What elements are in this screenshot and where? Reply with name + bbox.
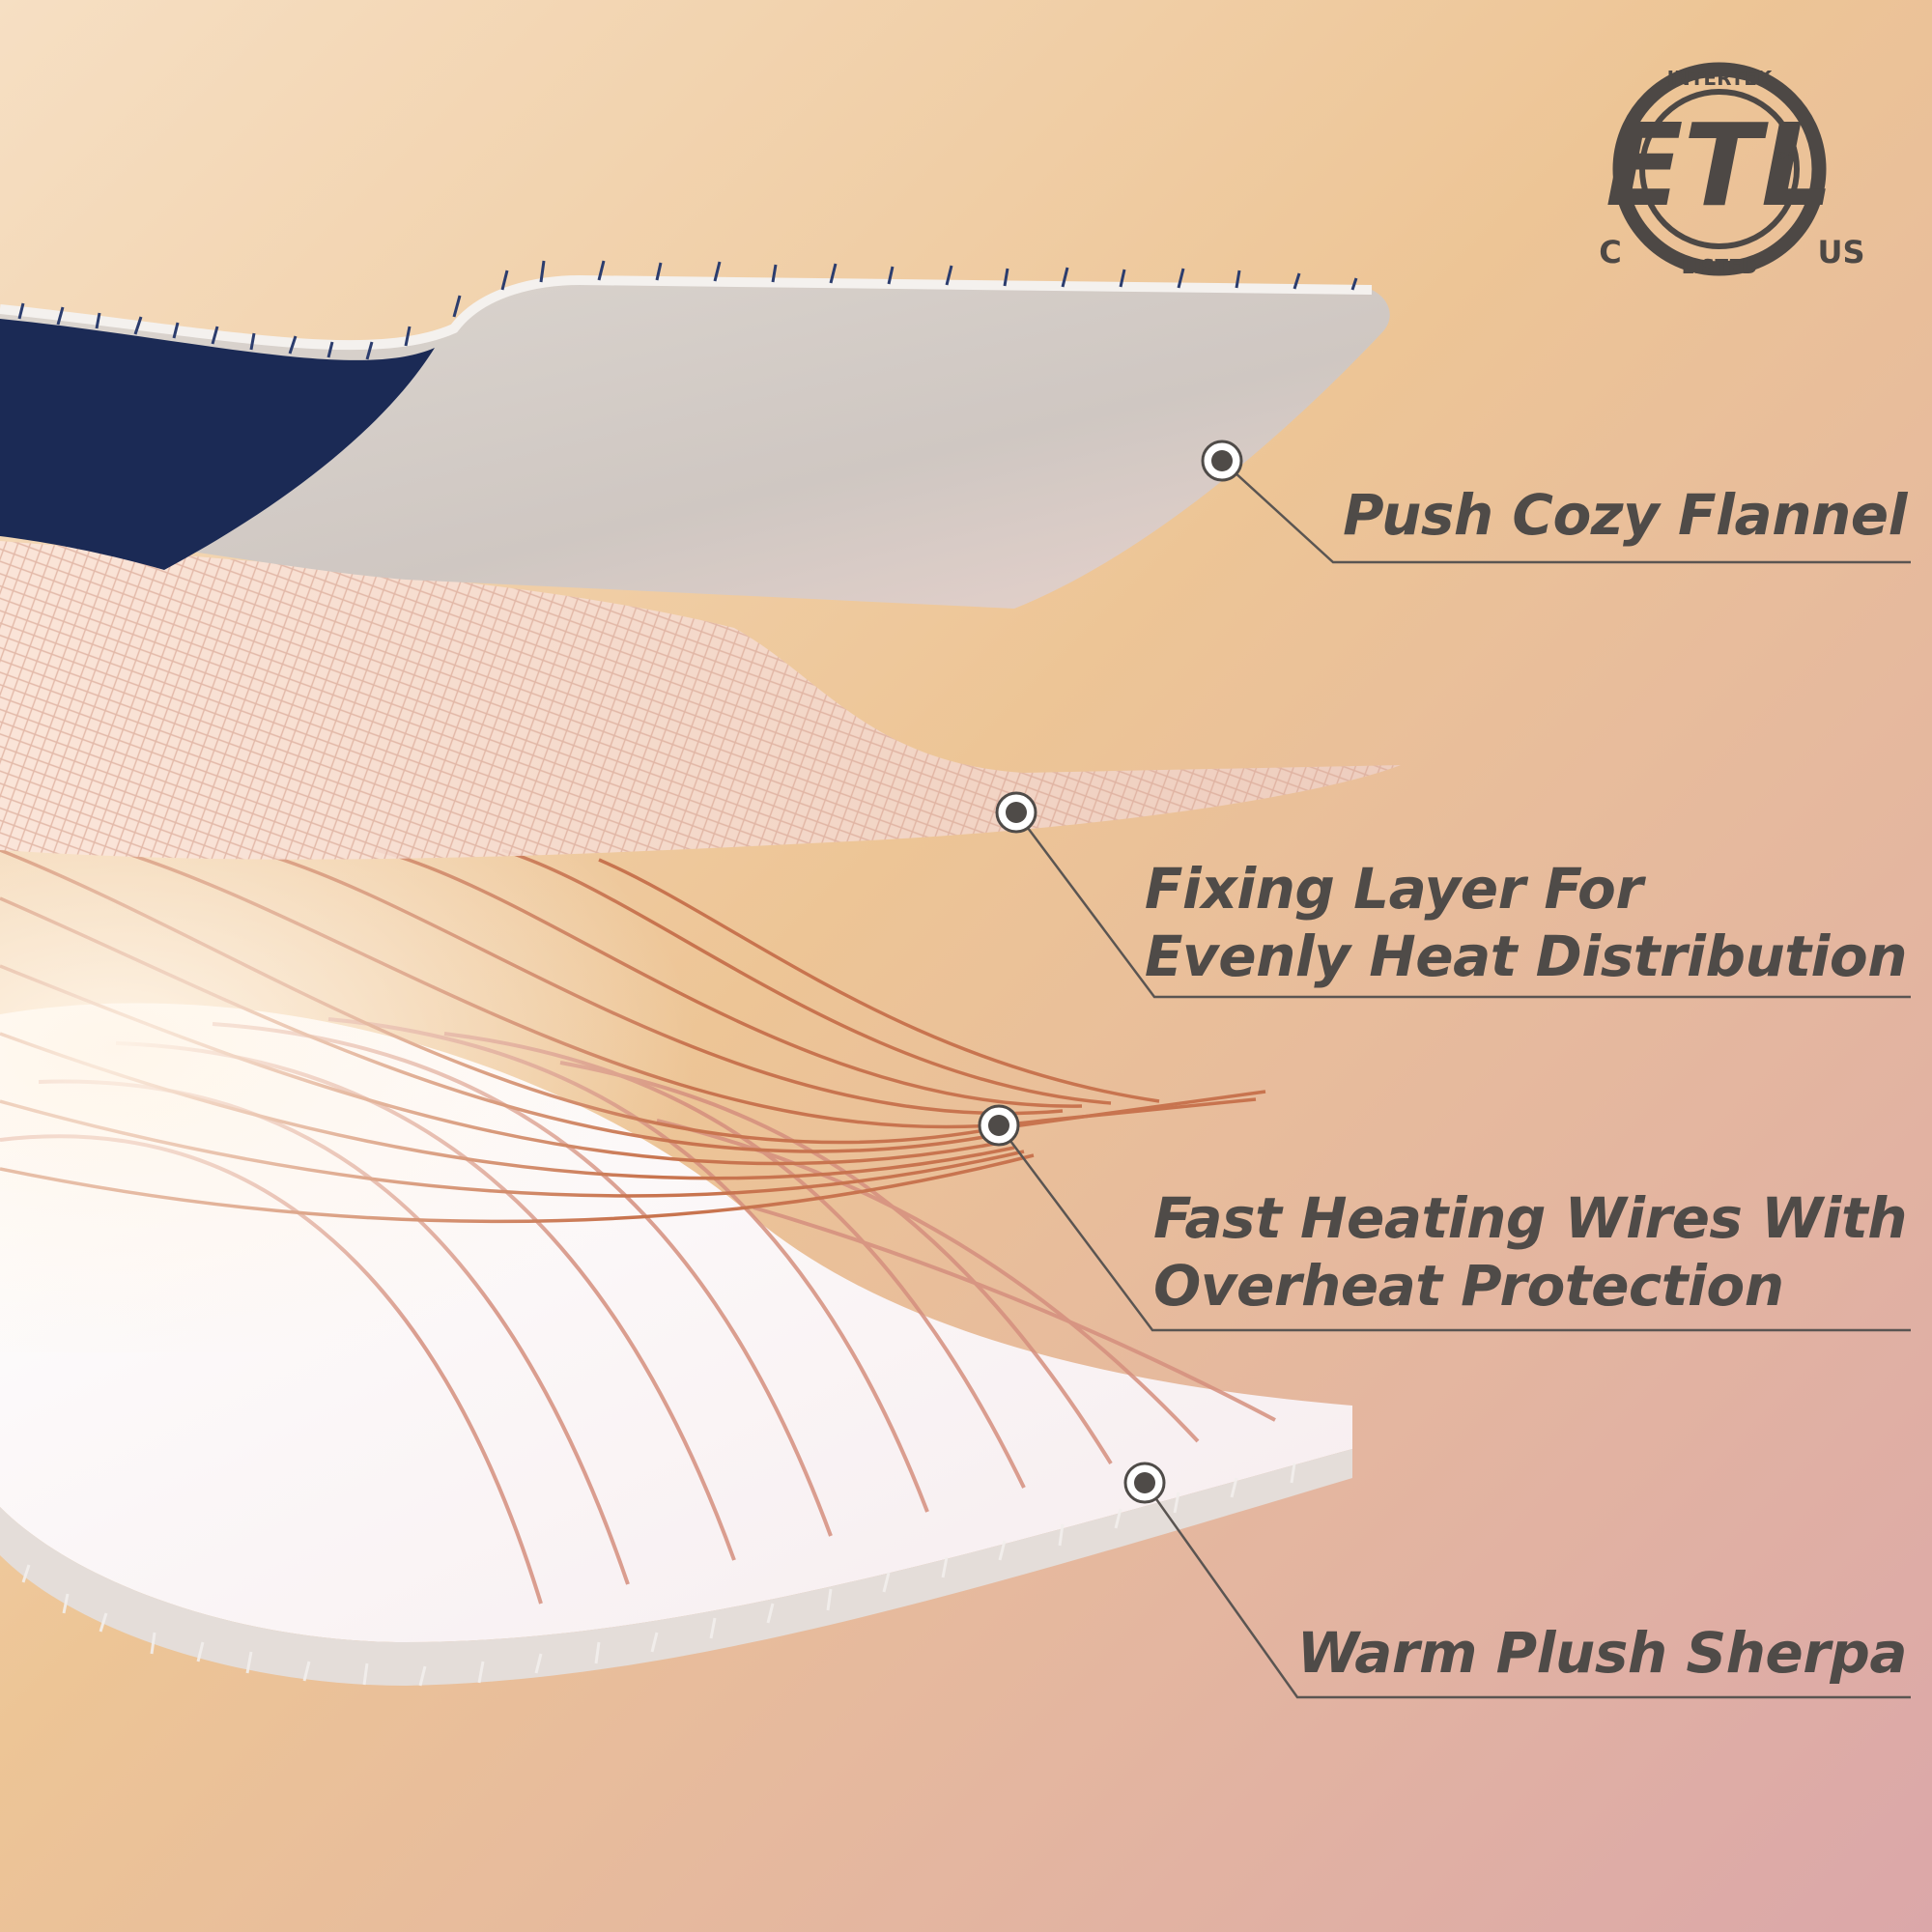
label-heating-wires: Fast Heating Wires With Overheat Protect… <box>1152 1185 1908 1319</box>
leader-fixing <box>1014 811 1911 999</box>
etl-certification-seal: ETL INTERTEK LISTED C US CM <box>1599 62 1865 278</box>
fixing-layer <box>0 541 1401 860</box>
leader-wires <box>998 1124 1911 1332</box>
leader-sherpa <box>1143 1482 1911 1699</box>
label-flannel: Push Cozy Flannel <box>1343 482 1907 548</box>
marker-fixing <box>995 791 1037 834</box>
leader-lines <box>998 460 1911 1699</box>
leader-flannel <box>1221 460 1911 564</box>
etl-right: US <box>1817 234 1864 270</box>
flannel-layer <box>0 260 1390 609</box>
etl-small: CM <box>1777 150 1796 162</box>
markers <box>978 440 1243 1504</box>
marker-wires <box>978 1104 1020 1147</box>
etl-ring-top: INTERTEK <box>1667 67 1774 90</box>
label-fixing-layer: Fixing Layer For Evenly Heat Distributio… <box>1144 856 1908 989</box>
label-sherpa: Warm Plush Sherpa <box>1296 1620 1908 1686</box>
etl-left: C <box>1599 234 1621 270</box>
marker-flannel <box>1201 440 1243 482</box>
etl-mark: ETL <box>1605 99 1833 232</box>
marker-sherpa <box>1123 1462 1166 1504</box>
etl-ring-bottom: LISTED <box>1682 255 1758 278</box>
